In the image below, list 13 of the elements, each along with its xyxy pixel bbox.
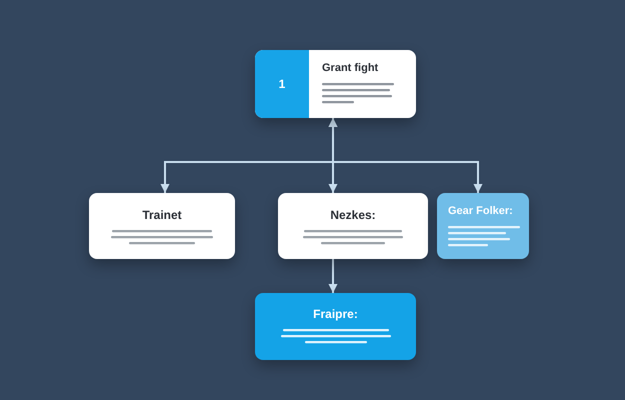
- process-box: [255, 50, 416, 118]
- connector-arrow: [328, 118, 482, 193]
- node-title: Fraipre:: [313, 307, 358, 322]
- node-title: Nezkes:: [330, 208, 376, 223]
- process-box: [437, 193, 529, 259]
- connector-arrow: [328, 259, 338, 293]
- step-number: 1: [255, 50, 309, 118]
- process-box: [89, 193, 235, 259]
- node-title: Gear Folker:: [448, 205, 513, 219]
- process-box: [255, 293, 416, 360]
- node-title: Trainet: [142, 208, 182, 223]
- process-box: [278, 193, 428, 259]
- node-title: Grant fight: [322, 62, 378, 76]
